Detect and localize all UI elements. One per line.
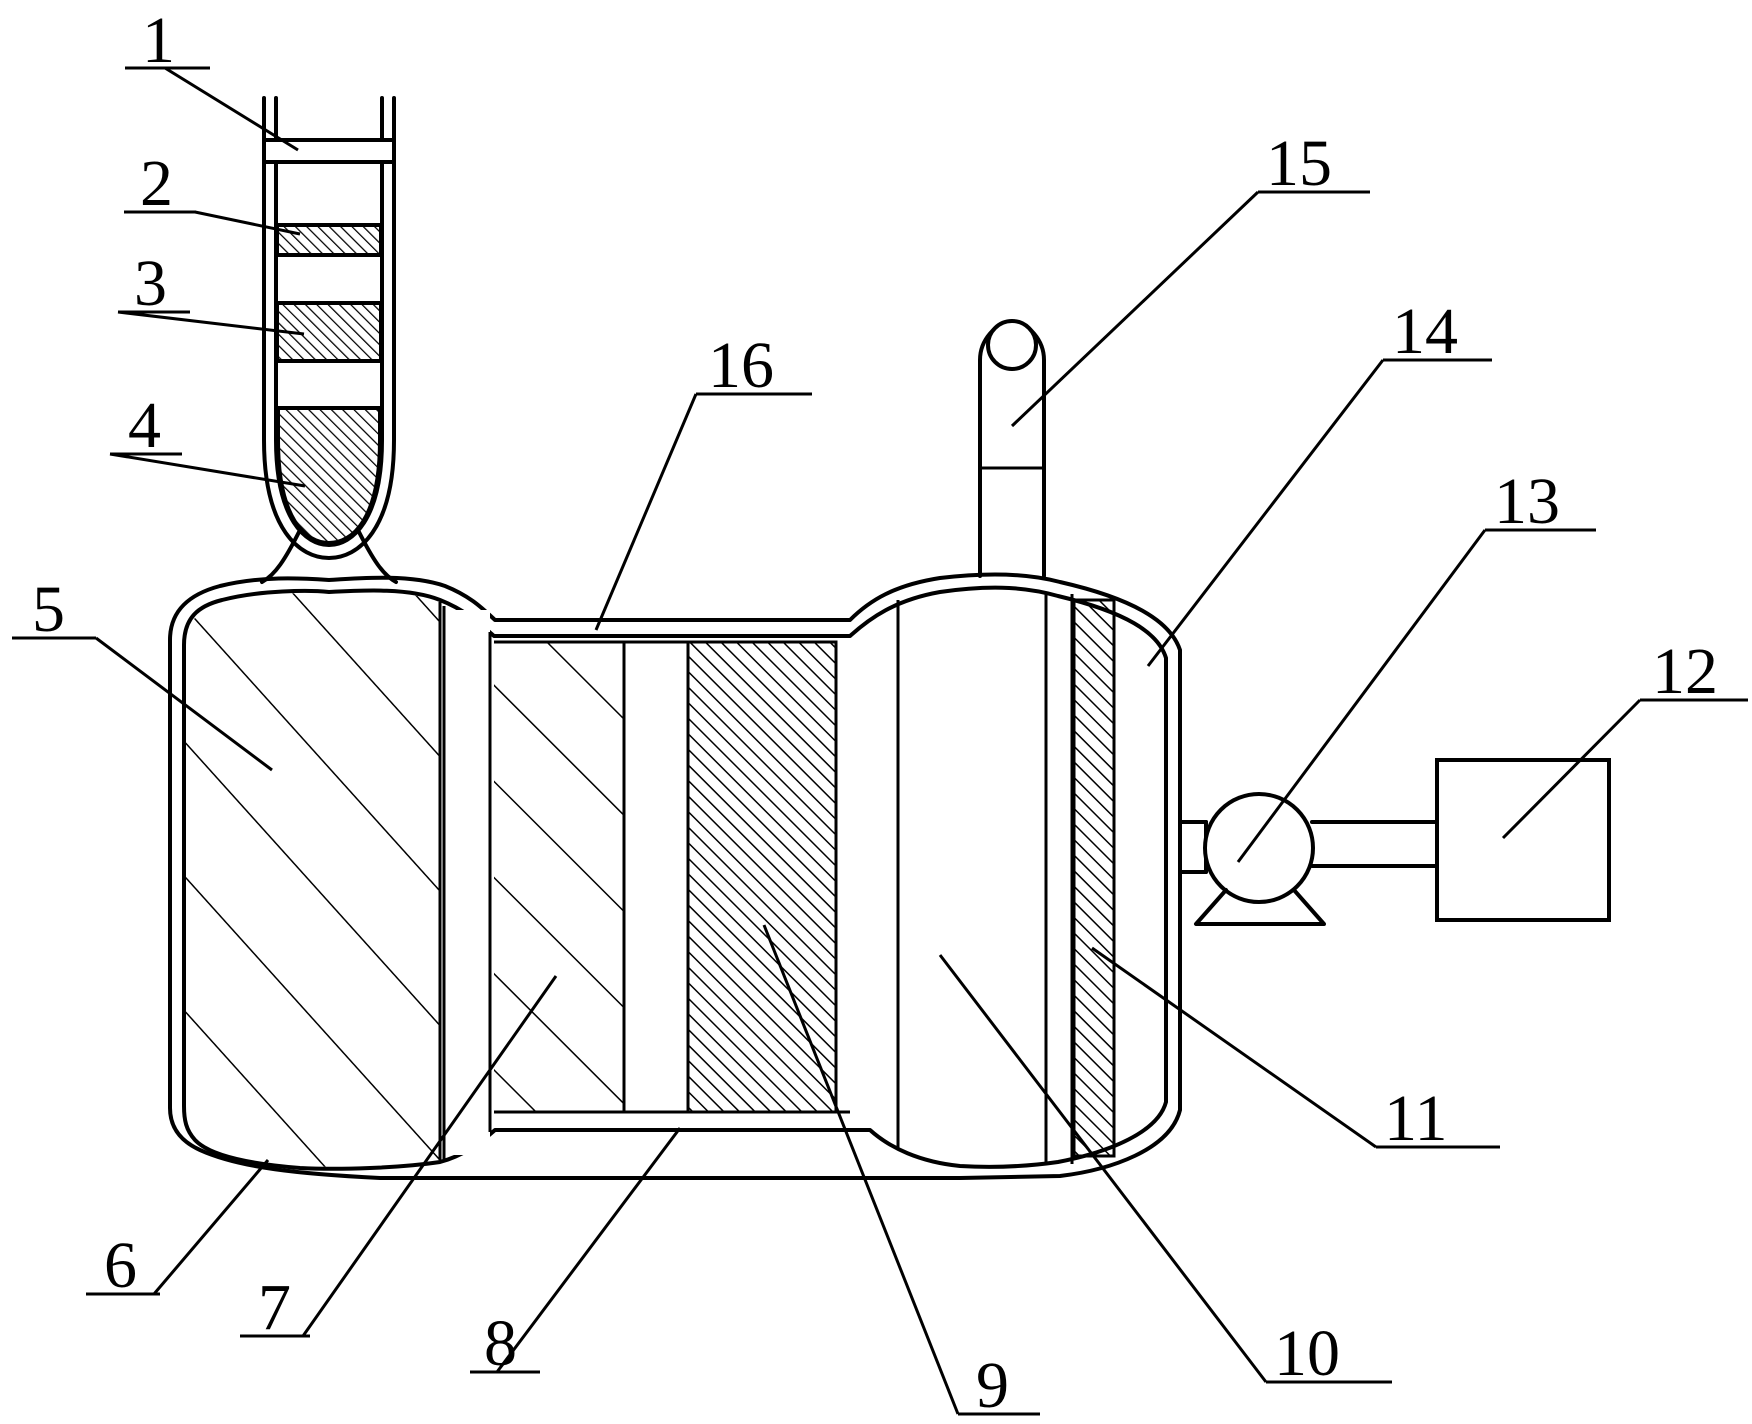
- chamber-7: [494, 642, 624, 1112]
- tube-cap: [262, 138, 396, 164]
- label-1: 1: [142, 4, 175, 77]
- label-12: 12: [1652, 635, 1718, 708]
- label-11: 11: [1384, 1082, 1448, 1155]
- tube-layer-4: [276, 406, 382, 546]
- part-labels: 1 2 3 4 5 6 7 8 9 10 11 12 13 14 15 16: [32, 4, 1718, 1422]
- exhaust-valve: [986, 319, 1038, 371]
- collection-box: [1435, 758, 1611, 922]
- label-14: 14: [1392, 295, 1458, 368]
- tube-layer-2: [275, 223, 383, 257]
- sample-tube: [260, 96, 398, 584]
- pump: [1203, 792, 1315, 904]
- label-16: 16: [708, 329, 774, 402]
- label-5: 5: [32, 573, 65, 646]
- label-9: 9: [976, 1349, 1009, 1422]
- label-15: 15: [1266, 127, 1332, 200]
- filter-11: [1072, 598, 1116, 1158]
- gap-column: [622, 640, 690, 1114]
- label-7: 7: [258, 1271, 291, 1344]
- chamber-5: [186, 592, 440, 1167]
- label-underlines: [12, 66, 1748, 1416]
- leader-lines: [95, 66, 1642, 1415]
- label-4: 4: [128, 389, 161, 462]
- label-10: 10: [1274, 1317, 1340, 1390]
- pump-assembly: [1178, 758, 1611, 926]
- label-8: 8: [484, 1307, 517, 1380]
- label-13: 13: [1494, 465, 1560, 538]
- label-2: 2: [140, 147, 173, 220]
- separator-plate: [444, 610, 490, 1155]
- chamber-9: [686, 640, 838, 1114]
- label-6: 6: [104, 1229, 137, 1302]
- exhaust-pipe: [978, 319, 1046, 578]
- label-3: 3: [134, 247, 167, 320]
